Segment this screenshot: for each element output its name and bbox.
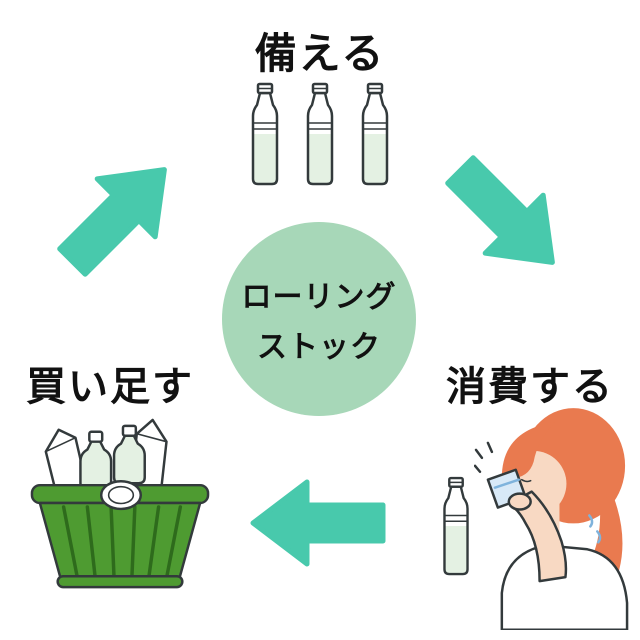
shopping-basket-icon bbox=[30, 418, 210, 589]
center-text-line2: ストック bbox=[257, 330, 381, 365]
arrow-buy-to-prepare-icon bbox=[57, 167, 167, 277]
arrow-consume-to-buy-icon bbox=[250, 479, 386, 567]
water-bottle-icon bbox=[443, 476, 469, 576]
person-drinking-icon bbox=[474, 408, 629, 630]
center-text-line1: ローリング bbox=[241, 280, 397, 315]
arrow-prepare-to-consume-icon bbox=[445, 155, 555, 265]
step-label-consume: 消費する bbox=[446, 364, 614, 410]
center-circle: ローリング ストック bbox=[222, 222, 416, 416]
water-bottles-icon bbox=[251, 82, 389, 186]
step-label-buy: 買い足す bbox=[26, 364, 194, 410]
step-label-prepare: 備える bbox=[254, 29, 386, 78]
